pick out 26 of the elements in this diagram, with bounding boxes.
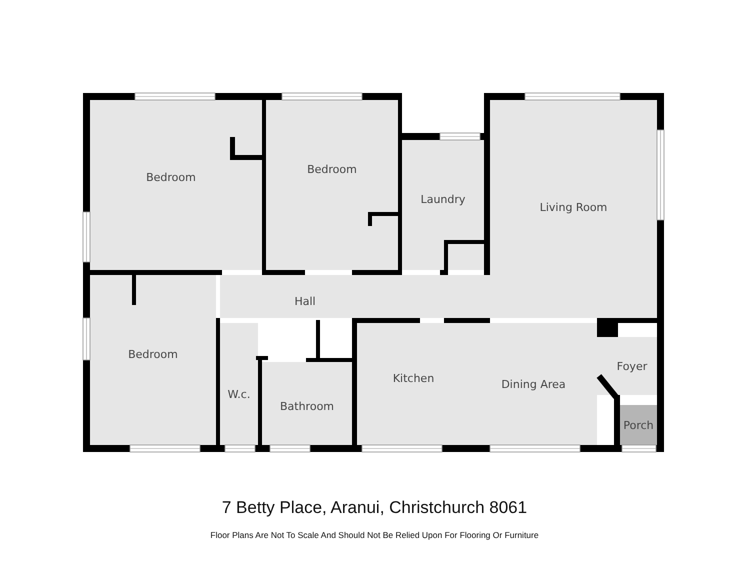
room-name: Bedroom (146, 170, 196, 184)
room-area (90, 100, 262, 270)
room-area (620, 405, 657, 445)
room-area (220, 323, 258, 445)
room-area (262, 362, 352, 445)
room-name: Bedroom (128, 348, 178, 360)
room-area (597, 337, 657, 395)
room-name: Living Room (540, 200, 608, 214)
room-name: Bedroom (307, 162, 357, 176)
room-name: Bathroom (280, 400, 334, 413)
room-area (402, 140, 484, 270)
room-area (220, 275, 490, 318)
room-name: Kitchen (392, 372, 434, 384)
room-area (470, 323, 597, 445)
room-name: Dining Area (501, 378, 566, 390)
room-name: W.c. (228, 388, 250, 400)
room-area (266, 100, 398, 270)
disclaimer-caption: Floor Plans Are Not To Scale And Should Not Be Relied Upon For Flooring Or Furniture (209, 530, 540, 540)
room-area (357, 323, 470, 445)
room-name: Porch (623, 418, 654, 432)
address-title: 7 Betty Place, Aranui, Christchurch 8061 (220, 498, 528, 518)
room-name: Laundry (420, 192, 466, 206)
room-area (490, 100, 657, 318)
room-area (90, 275, 216, 445)
room-name: Hall (294, 295, 316, 308)
room-name: Foyer (616, 360, 648, 372)
